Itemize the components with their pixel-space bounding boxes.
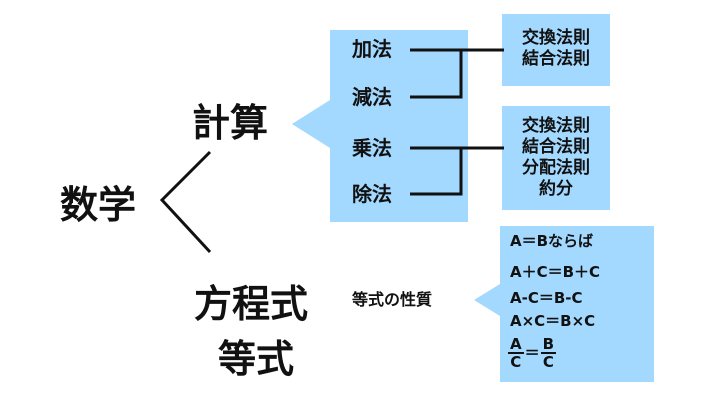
root-node-math: 数学 — [60, 183, 137, 227]
fraction-equals: ＝ — [524, 343, 540, 362]
rule-item: 約分 — [539, 179, 573, 199]
op-div: 除法 — [352, 182, 392, 206]
fraction-denominator: C — [542, 353, 554, 371]
add-sub-rules: 交換法則 結合法則 — [502, 28, 610, 70]
equality-props-label: 等式の性質 — [352, 290, 433, 309]
calc-ops-panel — [292, 30, 468, 222]
add-sub-rules-panel — [502, 14, 610, 86]
equality-props-panel — [474, 226, 654, 382]
rule-item: 交換法則 — [522, 28, 590, 48]
prop-line: A-C＝B-C — [510, 289, 583, 307]
branch-equation: 方程式 — [194, 282, 309, 326]
rule-item: 結合法則 — [522, 137, 590, 157]
fraction-left: A C — [508, 336, 524, 370]
fraction-equation: A C ＝ B C — [508, 335, 557, 371]
op-mul: 乗法 — [352, 136, 392, 160]
fraction-denominator: C — [510, 353, 522, 371]
prop-line: A×C＝B×C — [510, 312, 596, 330]
root-branch-connector — [159, 150, 212, 254]
mul-div-rules-panel — [502, 106, 610, 210]
rule-item: 交換法則 — [522, 116, 590, 136]
op-add: 加法 — [352, 37, 392, 61]
fraction-right: B C — [540, 335, 557, 371]
fraction-numerator: A — [508, 335, 524, 354]
mul-div-rules: 交換法則 結合法則 分配法則 約分 — [502, 116, 610, 200]
op-sub: 減法 — [352, 85, 392, 109]
branch-calc: 計算 — [192, 101, 269, 145]
branch-equality: 等式 — [218, 337, 295, 381]
rule-item: 分配法則 — [522, 158, 590, 178]
prop-line: A＋C＝B＋C — [510, 263, 601, 281]
rule-item: 結合法則 — [522, 49, 590, 69]
prop-line: A＝Bならば — [510, 232, 594, 250]
fraction-numerator: B — [540, 335, 557, 354]
